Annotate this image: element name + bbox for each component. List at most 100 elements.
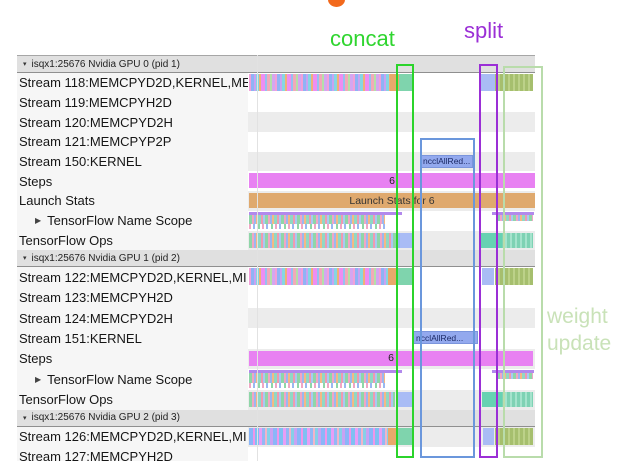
trace-event-bar[interactable] xyxy=(388,268,398,286)
step-bar[interactable]: 6 xyxy=(249,173,535,189)
collapse-triangle-icon: ▾ xyxy=(23,414,27,422)
timeline-stream-150: ncclAllRed... xyxy=(248,151,535,172)
row-stream-119: Stream 119:MEMCPYH2D xyxy=(17,92,535,113)
timeline-stream-119 xyxy=(248,92,535,113)
section-header-gpu1[interactable]: ▾ isqx1:25676 Nvidia GPU 1 (pid 2) xyxy=(17,250,535,268)
timeline-stream-151: ncclAllRed... xyxy=(248,328,535,349)
trace-event-bar[interactable] xyxy=(502,391,533,407)
row-stream-121: Stream 121:MEMCPYP2P xyxy=(17,132,535,152)
row-label-stream-122: Stream 122:MEMCPYD2D,KERNEL,MI xyxy=(17,267,248,288)
section-header-gpu2[interactable]: ▾ isqx1:25676 Nvidia GPU 2 (pid 3) xyxy=(17,409,535,427)
timeline-stream-123 xyxy=(248,287,535,308)
row-stream-120: Stream 120:MEMCPYD2H xyxy=(17,112,535,133)
timeline-steps-gpu1: 6 xyxy=(248,348,535,370)
row-stream-126: Stream 126:MEMCPYD2D,KERNEL,MI xyxy=(17,426,535,447)
section-header-label: isqx1:25676 Nvidia GPU 2 (pid 3) xyxy=(31,412,180,424)
trace-event-bar[interactable] xyxy=(398,268,412,286)
trace-event-bar[interactable] xyxy=(399,74,414,91)
nccl-annotation-box xyxy=(420,138,475,458)
row-name-scope-gpu0: ▶ TensorFlow Name Scope xyxy=(17,210,535,231)
name-scope-events[interactable] xyxy=(249,214,385,224)
trace-event-bar[interactable] xyxy=(249,427,388,445)
row-stream-150: Stream 150:KERNEL ncclAllRed... xyxy=(17,151,535,172)
row-label-stream-126: Stream 126:MEMCPYD2D,KERNEL,MI xyxy=(17,426,248,447)
row-label-name-scope[interactable]: ▶ TensorFlow Name Scope xyxy=(17,369,248,390)
name-scope-strip[interactable] xyxy=(492,370,534,374)
name-scope-strip[interactable] xyxy=(249,211,402,215)
section-header-label: isqx1:25676 Nvidia GPU 0 (pid 1) xyxy=(31,58,180,70)
step-bar[interactable]: 6 xyxy=(249,350,533,366)
name-scope-events-jagged[interactable] xyxy=(249,223,385,229)
row-launch-stats: Launch Stats Launch Stats for 6 xyxy=(17,191,535,211)
trace-event-bar[interactable] xyxy=(482,268,494,286)
clipped-annotation-glyph xyxy=(328,0,345,7)
nccl-allreduce-bar[interactable]: ncclAllRed... xyxy=(413,331,478,345)
tf-ops-bar[interactable] xyxy=(249,232,400,248)
row-steps-gpu0: Steps 6 xyxy=(17,171,535,192)
name-scope-label: TensorFlow Name Scope xyxy=(47,213,193,229)
weight-update-line2: update xyxy=(547,332,612,355)
row-label-launch-stats: Launch Stats xyxy=(17,191,248,211)
tf-ops-bar[interactable] xyxy=(249,391,395,407)
trace-event-bar[interactable] xyxy=(502,232,533,248)
row-label-stream-150: Stream 150:KERNEL xyxy=(17,151,248,172)
row-label-stream-120: Stream 120:MEMCPYD2H xyxy=(17,112,248,133)
trace-event-bar[interactable] xyxy=(390,74,399,91)
timeline-tf-ops-gpu0 xyxy=(248,230,535,251)
trace-event-bar[interactable] xyxy=(249,74,390,91)
row-label-stream-118: Stream 118:MEMCPYD2D,KERNEL,ME xyxy=(17,73,248,93)
expand-triangle-icon: ▶ xyxy=(35,216,42,226)
name-scope-events[interactable] xyxy=(497,214,533,221)
name-scope-strip[interactable] xyxy=(249,370,402,374)
name-scope-strip[interactable] xyxy=(492,211,534,215)
weight-update-annotation-label: weight update xyxy=(547,303,611,357)
row-stream-118: Stream 118:MEMCPYD2D,KERNEL,ME xyxy=(17,73,535,93)
name-scope-events-jagged[interactable] xyxy=(249,383,385,389)
row-label-stream-123: Stream 123:MEMCPYH2D xyxy=(17,287,248,308)
row-label-stream-127: Stream 127:MEMCPYH2D xyxy=(17,446,248,461)
row-label-stream-119: Stream 119:MEMCPYH2D xyxy=(17,92,248,113)
trace-event-bar[interactable] xyxy=(388,427,398,445)
row-stream-124: Stream 124:MEMCPYD2H xyxy=(17,307,535,329)
section-gpu1: ▾ isqx1:25676 Nvidia GPU 1 (pid 2) Strea… xyxy=(17,250,535,410)
section-gpu2: ▾ isqx1:25676 Nvidia GPU 2 (pid 3) Strea… xyxy=(17,409,535,461)
collapse-triangle-icon: ▾ xyxy=(23,61,27,68)
timeline-steps-gpu0: 6 xyxy=(248,171,535,192)
row-label-steps: Steps xyxy=(17,171,248,192)
name-scope-label: TensorFlow Name Scope xyxy=(47,371,193,387)
timeline-name-scope-gpu0 xyxy=(248,210,535,231)
concat-annotation-label: concat xyxy=(330,26,395,51)
timeline-stream-124 xyxy=(248,307,535,329)
name-scope-events[interactable] xyxy=(249,373,385,384)
weight-update-annotation-box xyxy=(503,66,543,458)
row-steps-gpu1: Steps 6 xyxy=(17,348,535,370)
row-stream-123: Stream 123:MEMCPYH2D xyxy=(17,287,535,308)
trace-event-bar[interactable] xyxy=(398,427,412,445)
name-scope-events[interactable] xyxy=(497,373,533,380)
timeline-stream-122 xyxy=(248,267,535,288)
row-label-steps: Steps xyxy=(17,348,248,370)
section-header-label: isqx1:25676 Nvidia GPU 1 (pid 2) xyxy=(31,252,180,264)
trace-event-bar[interactable] xyxy=(400,232,414,248)
weight-update-line1: weight xyxy=(547,305,608,328)
trace-event-bar[interactable] xyxy=(398,391,414,407)
row-label-stream-124: Stream 124:MEMCPYD2H xyxy=(17,307,248,329)
timeline-launch-stats: Launch Stats for 6 xyxy=(248,191,535,211)
timeline-name-scope-gpu1 xyxy=(248,369,535,390)
concat-annotation-box xyxy=(396,64,414,458)
split-annotation-label: split xyxy=(464,18,504,43)
timeline-stream-121 xyxy=(248,132,535,152)
row-stream-151: Stream 151:KERNEL ncclAllRed... xyxy=(17,328,535,349)
section-gpu0: ▾ isqx1:25676 Nvidia GPU 0 (pid 1) Strea… xyxy=(17,56,535,251)
section-header-gpu0[interactable]: ▾ isqx1:25676 Nvidia GPU 0 (pid 1) xyxy=(17,56,535,73)
trace-event-bar[interactable] xyxy=(483,427,494,445)
row-label-name-scope[interactable]: ▶ TensorFlow Name Scope xyxy=(17,210,248,231)
timeline-stream-126 xyxy=(248,426,535,447)
expand-triangle-icon: ▶ xyxy=(35,374,42,384)
trace-event-bar[interactable] xyxy=(481,74,495,91)
row-name-scope-gpu1: ▶ TensorFlow Name Scope xyxy=(17,369,535,390)
collapse-triangle-icon: ▾ xyxy=(23,255,27,263)
row-tf-ops-gpu0: TensorFlow Ops xyxy=(17,230,535,251)
trace-event-bar[interactable] xyxy=(249,268,388,286)
